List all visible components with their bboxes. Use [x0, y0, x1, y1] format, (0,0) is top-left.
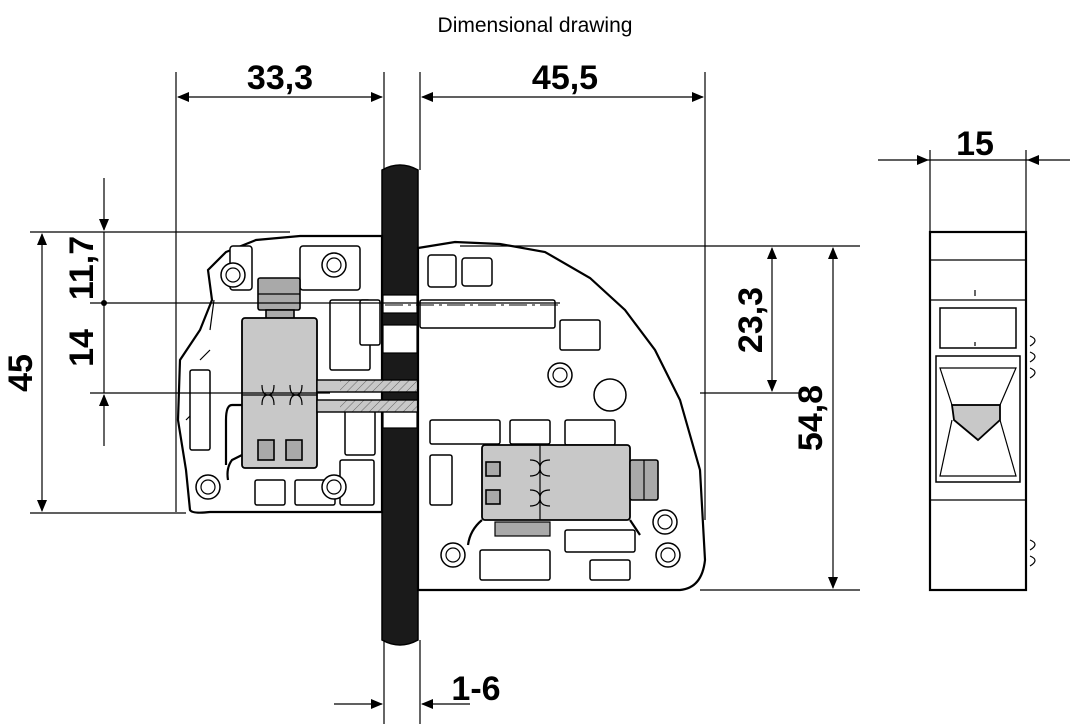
right-terminal-block [466, 444, 659, 546]
dim-height-mid: 14 [63, 329, 101, 367]
dim-height-upper: 11,7 [63, 236, 101, 300]
dim-width-left: 33,3 [247, 59, 313, 97]
dim-height-right-total: 54,8 [792, 385, 830, 451]
side-view [928, 230, 1036, 592]
dim-panel-thickness: 1-6 [451, 670, 500, 708]
right-housing [385, 240, 707, 592]
dim-height-right-upper: 23,3 [732, 287, 770, 353]
dim-width-side: 15 [956, 125, 994, 163]
dim-height-total-left: 45 [2, 354, 40, 392]
drawing-title: Dimensional drawing [438, 14, 633, 37]
dimension-lines [30, 72, 1070, 724]
dim-width-right: 45,5 [532, 59, 598, 97]
